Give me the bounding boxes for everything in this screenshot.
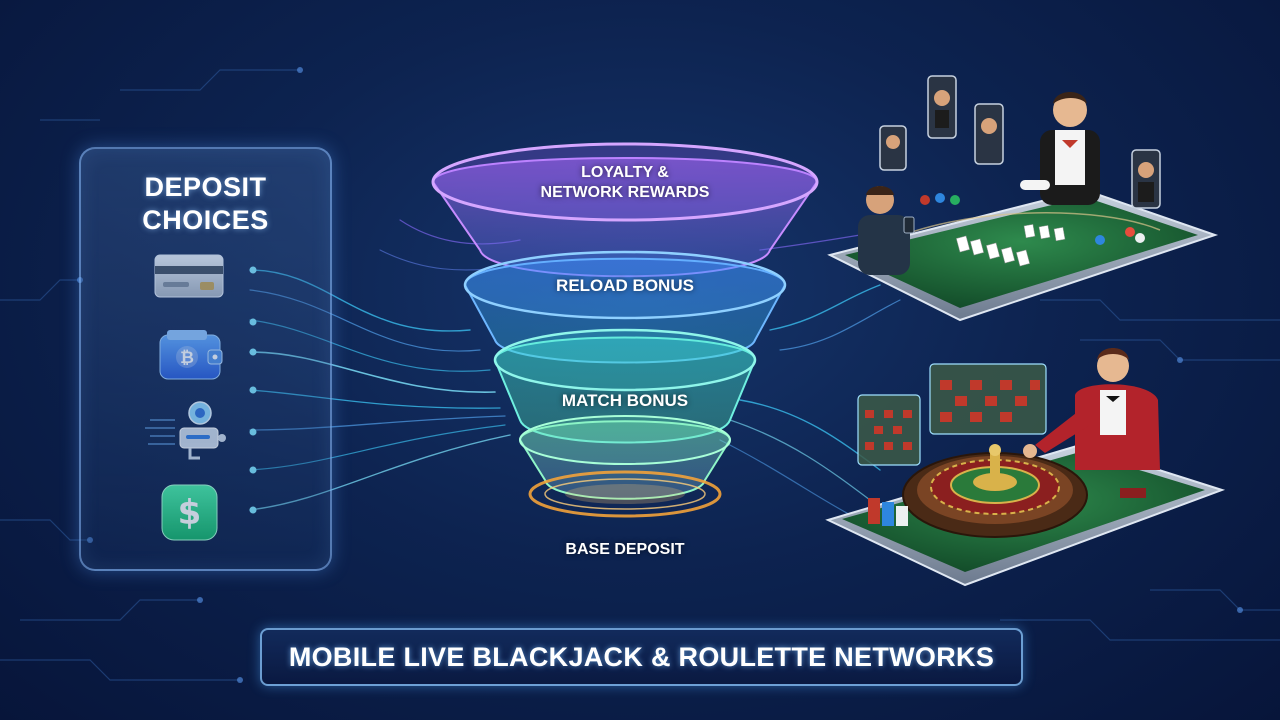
svg-text:$: $ [178,493,202,533]
bitcoin-wallet-icon[interactable]: ₿ [159,330,223,380]
blackjack-dealer [1020,92,1100,205]
playing-cards [956,224,1066,267]
roulette-chips [868,488,1146,526]
panel-connector-dots [249,266,257,514]
tier-reload-rim [463,250,787,320]
roulette-boards [857,363,1047,466]
funnel-label-reload: RELOAD BONUS [556,276,694,295]
credit-card-icon[interactable] [154,254,224,298]
funnel-label-loyalty-line1: LOYALTY & [581,164,669,181]
cash-app-icon[interactable]: $ [161,484,218,541]
tier-match-rim [493,328,757,392]
circuit-traces [0,69,1280,681]
roulette-dealer [1023,348,1160,470]
panel-title-line1: DEPOSIT [144,172,267,202]
funnel-label-base: BASE DEPOSIT [565,541,685,558]
blackjack-player [858,186,915,275]
tier-base-rim [519,415,731,465]
blackjack-tablet [827,75,1219,322]
deposit-choices-panel: DEPOSIT CHOICES [79,147,332,571]
player-phones [879,75,1161,209]
network-flow-streams [719,234,901,521]
panel-title-line2: CHOICES [142,205,269,235]
panel-title: DEPOSIT CHOICES [81,171,330,237]
funnel-label-loyalty-line2: NETWORK REWARDS [540,184,710,201]
svg-text:₿: ₿ [180,348,194,368]
chip-stacks [920,193,1145,245]
roulette-wheel [902,444,1088,538]
banner-title: MOBILE LIVE BLACKJACK & ROULETTE NETWORK… [288,641,995,672]
funnel-label-match: MATCH BONUS [561,391,689,410]
base-glow-ring [528,470,722,518]
roulette-tablet [825,348,1226,587]
funnel-label-loyalty: LOYALTY & NETWORK REWARDS [505,163,745,203]
robot-payment-icon[interactable] [145,401,226,460]
tier-loyalty-rim [431,142,819,222]
title-banner: MOBILE LIVE BLACKJACK & ROULETTE NETWORK… [260,628,1023,686]
bonus-funnel [431,142,819,518]
